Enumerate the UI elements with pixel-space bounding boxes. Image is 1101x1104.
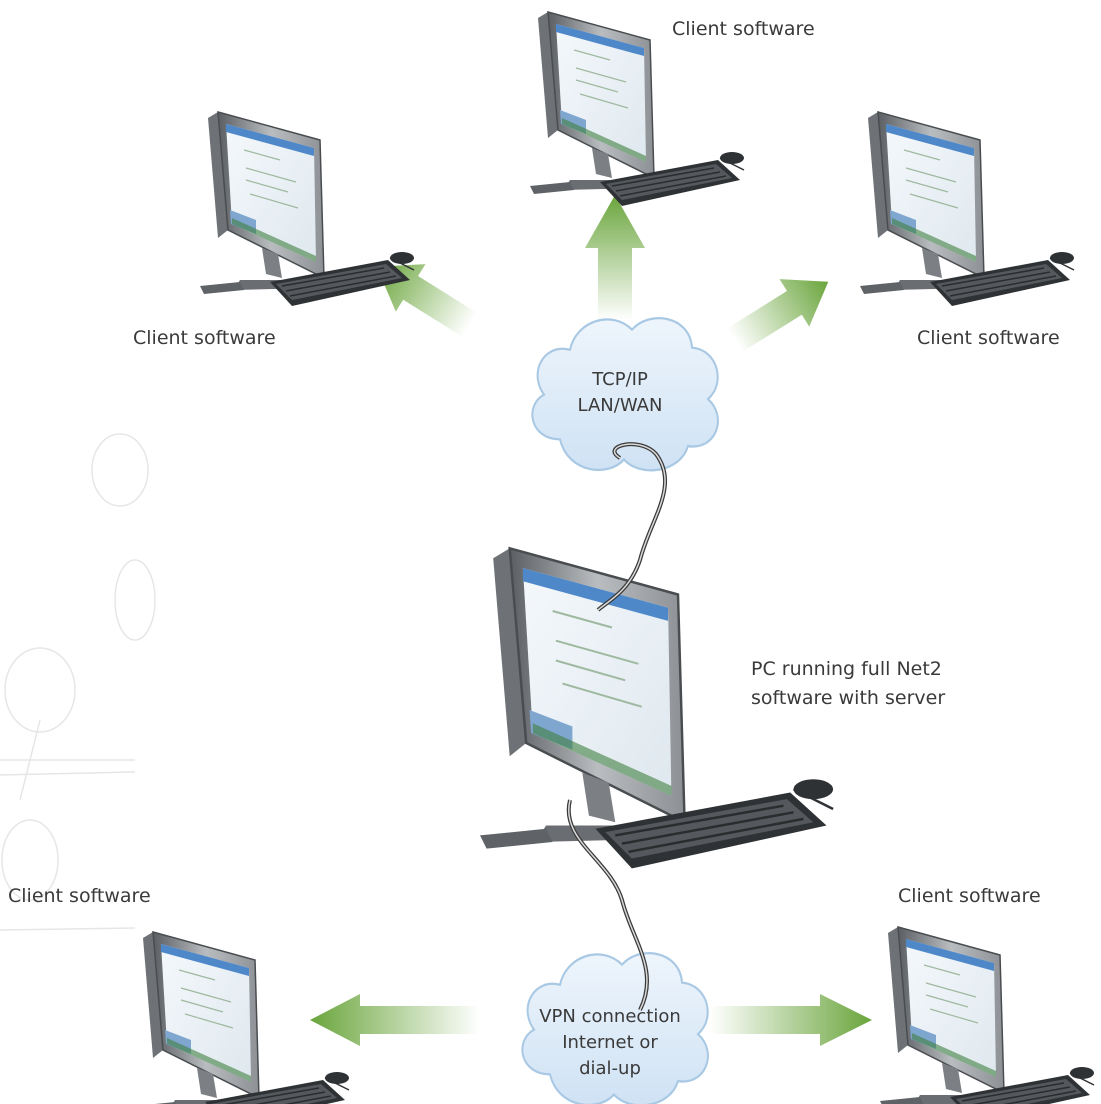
vpn-cloud-line-3: dial-up bbox=[579, 1058, 641, 1079]
arrow-icon bbox=[376, 264, 478, 337]
arrow-icon bbox=[310, 994, 480, 1046]
client-label-top-left: Client software bbox=[133, 327, 276, 349]
desktop-computer-icon bbox=[859, 111, 1075, 307]
vpn-cloud-line-1: VPN connection bbox=[539, 1006, 681, 1027]
vpn-cloud-label: VPN connection Internet or dial-up bbox=[520, 1004, 700, 1082]
vpn-cloud-line-2: Internet or bbox=[562, 1032, 658, 1053]
arrow-icon bbox=[710, 994, 872, 1046]
client-label-bottom-right: Client software bbox=[898, 885, 1041, 907]
cable-icon bbox=[567, 799, 648, 1011]
server-label-line-1: PC running full Net2 bbox=[751, 658, 942, 680]
desktop-computer-icon bbox=[879, 926, 1095, 1104]
cable-icon bbox=[597, 443, 666, 611]
arrow-icon bbox=[727, 279, 829, 352]
arrow-icon bbox=[585, 195, 645, 320]
server-label-line-2: software with server bbox=[751, 687, 946, 709]
desktop-computer-icon bbox=[199, 111, 415, 307]
lan-cloud-line-2: LAN/WAN bbox=[577, 395, 663, 416]
client-label-top-right: Client software bbox=[917, 327, 1060, 349]
background-sketch bbox=[0, 433, 156, 931]
lan-cloud-line-1: TCP/IP bbox=[592, 369, 648, 390]
server-label: PC running full Net2 software with serve… bbox=[751, 655, 945, 713]
desktop-computer-icon bbox=[529, 11, 745, 207]
client-label-bottom-left: Client software bbox=[8, 885, 151, 907]
lan-cloud-label: TCP/IP LAN/WAN bbox=[560, 367, 680, 419]
client-label-top: Client software bbox=[672, 18, 815, 40]
